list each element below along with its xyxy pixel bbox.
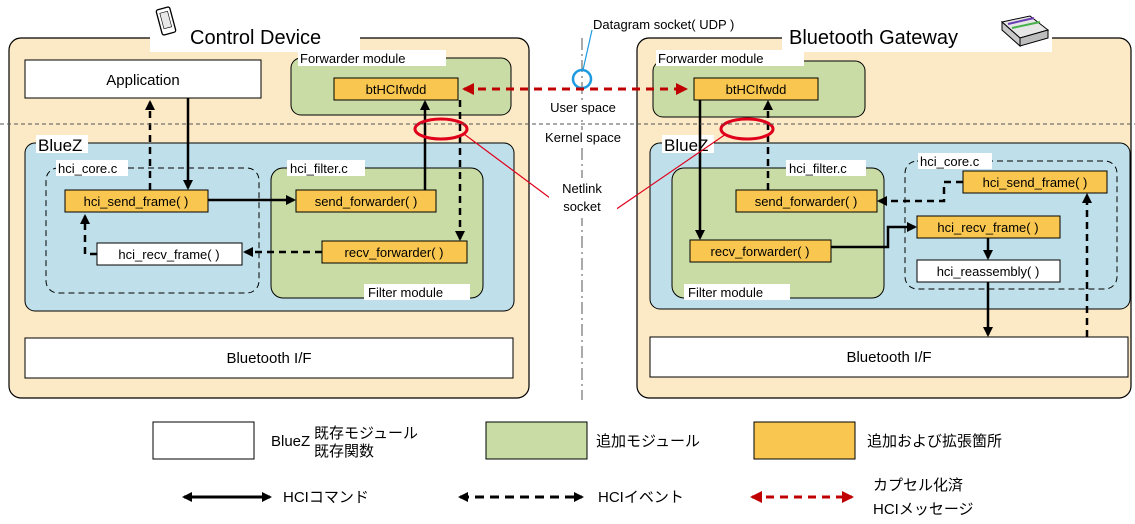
hci-filter-title-bg-left <box>287 160 365 176</box>
control-device-title: Control Device <box>190 27 321 49</box>
netlink-leader-left <box>463 133 551 199</box>
center-region: Datagram socket( UDP ) User space Kernel… <box>0 17 1135 400</box>
netlink-label-bg <box>549 178 617 218</box>
netlink-leader-right <box>614 133 727 211</box>
bluetooth-if-box-left <box>24 337 514 379</box>
hci-send-frame-label-right: hci_send_frame( ) <box>983 175 1088 190</box>
hci-send-frame-label-left: hci_send_frame( ) <box>84 194 189 209</box>
hci-filter-label-right: hci_filter.c <box>789 161 847 176</box>
kernel-space-label: Kernel space <box>545 130 621 145</box>
recv-forwarder-label-right: recv_forwarder( ) <box>711 244 810 259</box>
legend-encap-line1: カプセル化済 <box>873 477 963 494</box>
hci-core-region-left <box>45 167 260 294</box>
forwarder-module-label-left: Forwarder module <box>300 51 406 66</box>
filter-module-box-left <box>270 167 484 299</box>
datagram-socket-leader <box>582 29 593 71</box>
filter-module-label-left: Filter module <box>368 285 443 300</box>
legend: BlueZ 既存モジュール 既存関数 追加モジュール 追加および拡張箇所 HCI… <box>152 421 1002 518</box>
legend-swatch-added-extended <box>753 421 856 460</box>
bluez-label-right: BlueZ <box>664 136 708 155</box>
recv-forwarder-box-right <box>689 239 832 263</box>
bluez-label-left: BlueZ <box>38 136 82 155</box>
filter-module-title-bg-right <box>684 284 790 300</box>
cmd-arrow-recv-forwarder-to-recv-frame <box>831 222 917 249</box>
hci-core-region-right <box>904 160 1118 290</box>
hci-core-title-bg-left <box>56 160 128 176</box>
send-forwarder-label-right: send_forwarder( ) <box>755 194 858 209</box>
legend-hci-command-label: HCIコマンド <box>283 489 369 506</box>
legend-added-module-label: 追加モジュール <box>596 433 700 450</box>
kernel-space-bg <box>532 130 634 146</box>
hci-core-title-bg-right <box>918 153 992 169</box>
recv-forwarder-label-left: recv_forwarder( ) <box>345 245 444 260</box>
bluetooth-if-label-left: Bluetooth I/F <box>226 350 311 367</box>
bluetooth-gateway-panel: Bluetooth Gateway Forwarder module btHCI… <box>636 15 1132 399</box>
legend-swatch-added-module <box>485 421 588 460</box>
hci-recv-frame-label-left: hci_recv_frame( ) <box>118 247 219 262</box>
netlink-socket-marker-left <box>413 117 469 141</box>
hci-filter-label-left: hci_filter.c <box>290 161 348 176</box>
bthcifwdd-label-right: btHCIfwdd <box>726 82 787 97</box>
bthcifwdd-box-right <box>693 77 819 101</box>
netlink-label-line1: Netlink <box>562 181 602 196</box>
forwarder-module-label-right: Forwarder module <box>658 51 764 66</box>
hci-core-label-left: hci_core.c <box>58 161 118 176</box>
legend-existing-prefix: BlueZ <box>271 433 310 450</box>
filter-module-label-right: Filter module <box>688 285 763 300</box>
application-box <box>24 59 262 99</box>
legend-existing-line1: 既存モジュール <box>314 425 418 442</box>
bthcifwdd-box-left <box>333 77 459 101</box>
bluetooth-if-box-right <box>649 336 1129 378</box>
control-device-panel: Control Device Application Forwarder mod… <box>8 6 530 399</box>
hci-reassembly-label-right: hci_reassembly( ) <box>937 264 1040 279</box>
forwarder-module-title-bg-right <box>656 50 804 66</box>
event-arrow-recv-frame-to-send-frame <box>80 214 97 256</box>
legend-added-extended-label: 追加および拡張箇所 <box>867 433 1002 450</box>
netlink-label-line2: socket <box>563 199 601 214</box>
send-forwarder-label-left: send_forwarder( ) <box>315 194 418 209</box>
gateway-router-icon <box>1000 15 1050 48</box>
user-space-label: User space <box>550 100 616 115</box>
legend-hci-event-label: HCIイベント <box>598 489 684 506</box>
netlink-socket-marker-right <box>719 117 775 141</box>
forwarder-module-title-bg-left <box>298 50 446 66</box>
legend-existing-line2: 既存関数 <box>314 443 374 460</box>
user-space-bg <box>538 100 628 116</box>
bthcifwdd-label-left: btHCIfwdd <box>366 82 427 97</box>
event-arrow-send-frame-to-send-forwarder <box>877 180 963 206</box>
legend-swatch-existing <box>152 421 255 460</box>
filter-module-title-bg-left <box>364 284 470 300</box>
bluetooth-if-label-right: Bluetooth I/F <box>846 349 931 366</box>
bluez-title-bg-left <box>36 135 88 153</box>
mobile-device-icon <box>155 6 177 36</box>
hci-filter-title-bg-right <box>786 160 866 176</box>
application-label: Application <box>106 72 179 89</box>
send-forwarder-box-left <box>295 189 437 213</box>
datagram-socket-label: Datagram socket( UDP ) <box>593 17 734 32</box>
control-device-title-bg <box>150 22 360 52</box>
hci-core-label-right: hci_core.c <box>920 154 980 169</box>
filter-module-box-right <box>671 167 885 299</box>
bluetooth-gateway-title: Bluetooth Gateway <box>789 27 958 49</box>
hci-recv-frame-label-right: hci_recv_frame( ) <box>937 220 1038 235</box>
legend-encap-line2: HCIメッセージ <box>873 501 974 518</box>
